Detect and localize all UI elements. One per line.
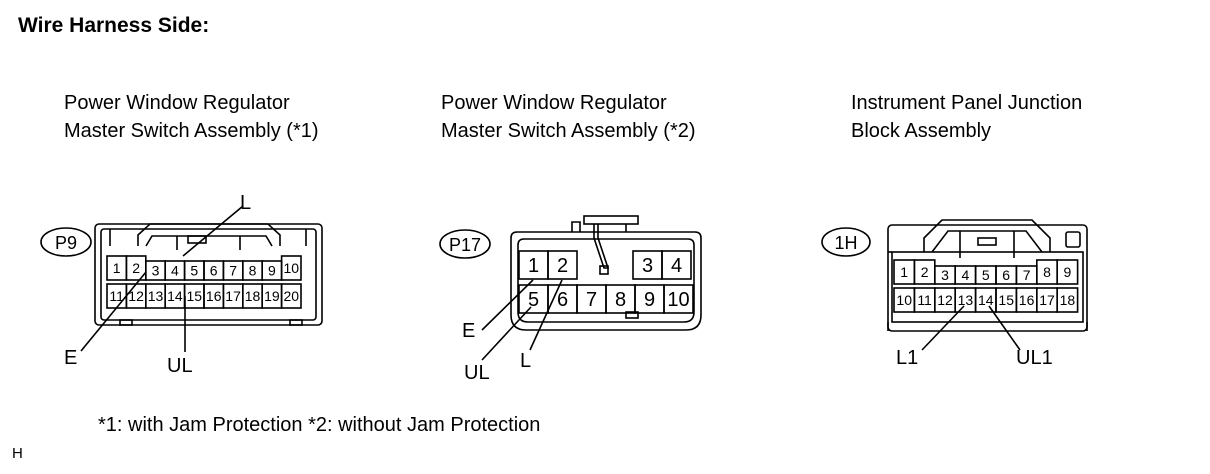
connector-p9-pin-6: 6 — [210, 263, 218, 279]
connector-p17-pin-10: 10 — [667, 289, 689, 311]
connector-p9-pin-16: 16 — [206, 288, 222, 304]
connector-1h-pin-9: 9 — [1064, 264, 1072, 280]
callout-p17-l: L — [520, 350, 531, 372]
connector-p9-pin-17: 17 — [225, 288, 241, 304]
connector-p9-pin-12: 12 — [128, 288, 144, 304]
connector-p9-leader-lines — [80, 205, 244, 352]
connector-p17-housing — [510, 215, 702, 331]
connector-1h-pin-5: 5 — [982, 267, 990, 283]
callout-p17-e: E — [462, 320, 475, 342]
connector-p9-housing — [94, 223, 323, 326]
connector-p9-pin-2: 2 — [132, 260, 140, 276]
connector-p9-pin-10: 10 — [284, 260, 300, 276]
connector-p9-pin-7: 7 — [229, 263, 237, 279]
connector-1h-title-line1: Instrument Panel Junction — [851, 92, 1083, 114]
connector-p17-code: P17 — [449, 235, 481, 255]
connector-p17-title-line1: Power Window Regulator — [441, 92, 667, 114]
connector-p17-pin-5: 5 — [528, 289, 539, 311]
connector-p9-title: Power Window Regulator Master Switch Ass… — [64, 89, 319, 145]
connector-p17-pin-4: 4 — [671, 255, 682, 277]
connector-p9-code: P9 — [55, 233, 77, 253]
connector-1h-housing — [887, 219, 1088, 332]
connector-1h-pin-11: 11 — [917, 292, 932, 308]
callout-1h-ul1: UL1 — [1016, 347, 1053, 369]
connector-p9-pin-14: 14 — [167, 288, 183, 304]
connector-p17-pin-7: 7 — [586, 289, 597, 311]
connector-p9-pin-cell-10 — [280, 255, 302, 281]
connector-p9-code-ellipse — [40, 227, 92, 257]
callout-1h-l1: L1 — [896, 347, 918, 369]
connector-1h-pin-15: 15 — [998, 292, 1014, 308]
connector-1h-pin-12: 12 — [937, 292, 953, 308]
connector-p17-pin-9: 9 — [644, 289, 655, 311]
connector-1h-title: Instrument Panel Junction Block Assembly — [851, 89, 1082, 145]
figure-code: H — [12, 445, 23, 462]
connector-p17-title-line2: Master Switch Assembly (*2) — [441, 120, 696, 142]
connector-1h-pin-17: 17 — [1039, 292, 1055, 308]
connector-p17-pin-cell-10 — [663, 284, 694, 314]
connector-p9-title-line2: Master Switch Assembly (*1) — [64, 120, 319, 142]
connector-1h-pin-2: 2 — [921, 264, 929, 280]
connector-p17-title: Power Window Regulator Master Switch Ass… — [441, 89, 696, 145]
connector-p9-pin-8: 8 — [249, 263, 257, 279]
connector-1h-pin-8: 8 — [1043, 264, 1051, 280]
connector-1h-pin-3: 3 — [941, 267, 949, 283]
connector-p9-pin-1: 1 — [113, 260, 121, 276]
connector-1h-pin-16: 16 — [1019, 292, 1035, 308]
connector-p17-pin-cell-2 — [547, 250, 578, 280]
connector-p17-code-ellipse — [439, 229, 491, 259]
callout-p9-ul: UL — [167, 355, 193, 377]
connector-1h-pin-1: 1 — [900, 264, 908, 280]
connector-1h-leader-lines — [921, 305, 1021, 351]
connector-p17-pin-2: 2 — [557, 255, 568, 277]
connector-1h-pin-18: 18 — [1060, 292, 1076, 308]
connector-p9-pin-20: 20 — [284, 288, 300, 304]
connector-p9-pin-5: 5 — [190, 263, 198, 279]
connector-1h-code-ellipse — [821, 227, 871, 257]
connector-1h-pin-cell-9 — [1056, 259, 1079, 285]
connector-p9-pin-3: 3 — [152, 263, 160, 279]
connector-1h-pin-4: 4 — [962, 267, 970, 283]
callout-p9-l: L — [240, 192, 251, 214]
connector-p9-pin-11: 11 — [109, 288, 124, 304]
connector-p17-leader-lines — [481, 279, 563, 361]
connector-1h-title-line2: Block Assembly — [851, 120, 992, 142]
connector-p17-pin-cell-4 — [661, 250, 692, 280]
connector-p17-pin-6: 6 — [557, 289, 568, 311]
connector-p9-title-line1: Power Window Regulator — [64, 92, 290, 114]
callout-p9-e: E — [64, 347, 77, 369]
connector-1h-code: 1H — [834, 233, 857, 253]
connector-1h-pin-6: 6 — [1002, 267, 1010, 283]
connector-p17-pin-3: 3 — [642, 255, 653, 277]
connector-p9-pin-13: 13 — [148, 288, 164, 304]
connector-1h-pin-13: 13 — [958, 292, 974, 308]
connector-1h-pin-10: 10 — [896, 292, 912, 308]
connector-p9-pin-cell-20 — [280, 283, 302, 309]
diagram-heading: Wire Harness Side: — [18, 14, 210, 37]
footnote: *1: with Jam Protection *2: without Jam … — [98, 414, 541, 436]
connector-1h-pin-7: 7 — [1023, 267, 1031, 283]
connector-p9-pin-15: 15 — [187, 288, 203, 304]
connector-p9-pin-4: 4 — [171, 263, 179, 279]
connector-p17-pin-8: 8 — [615, 289, 626, 311]
connector-p17-pin-1: 1 — [528, 255, 539, 277]
connector-p9-pin-18: 18 — [245, 288, 261, 304]
connector-p9-pin-9: 9 — [268, 263, 276, 279]
connector-1h-pin-14: 14 — [978, 292, 994, 308]
connector-p9-pin-19: 19 — [264, 288, 280, 304]
connector-1h-pin-cell-18 — [1056, 287, 1079, 313]
callout-p17-ul: UL — [464, 362, 490, 384]
